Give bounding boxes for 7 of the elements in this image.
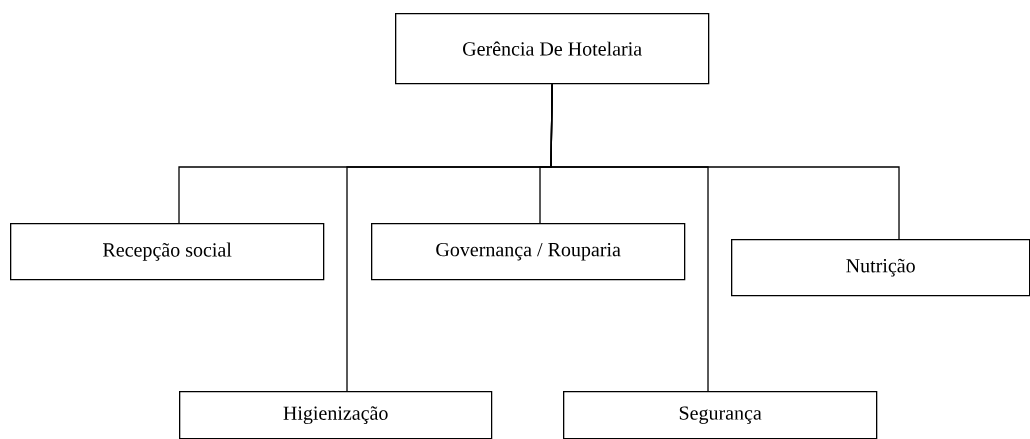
- org-box: Governança / Rouparia: [371, 223, 686, 281]
- org-box: Nutrição: [731, 239, 1030, 297]
- connector-line: [550, 83, 900, 240]
- org-box: Segurança: [563, 391, 878, 439]
- org-box: Higienização: [179, 391, 493, 439]
- org-box: Gerência De Hotelaria: [395, 13, 710, 85]
- org-box: Recepção social: [10, 223, 325, 281]
